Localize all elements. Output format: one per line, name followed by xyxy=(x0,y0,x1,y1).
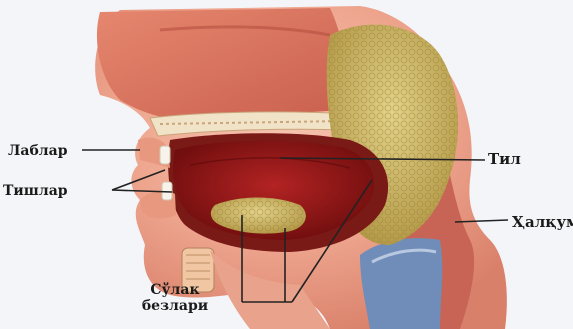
upper-tooth xyxy=(160,146,170,164)
label-lips: Лаблар xyxy=(8,143,68,159)
label-salivary-glands-line1: Сўлак xyxy=(135,282,215,298)
label-pharynx: Ҳалқум xyxy=(512,214,573,230)
nasal-region xyxy=(97,8,347,120)
label-teeth: Тишлар xyxy=(3,183,68,199)
label-salivary-glands-line2: безлари xyxy=(135,298,215,314)
label-salivary-glands: Сўлак безлари xyxy=(135,282,215,314)
label-tongue: Тил xyxy=(488,151,521,167)
